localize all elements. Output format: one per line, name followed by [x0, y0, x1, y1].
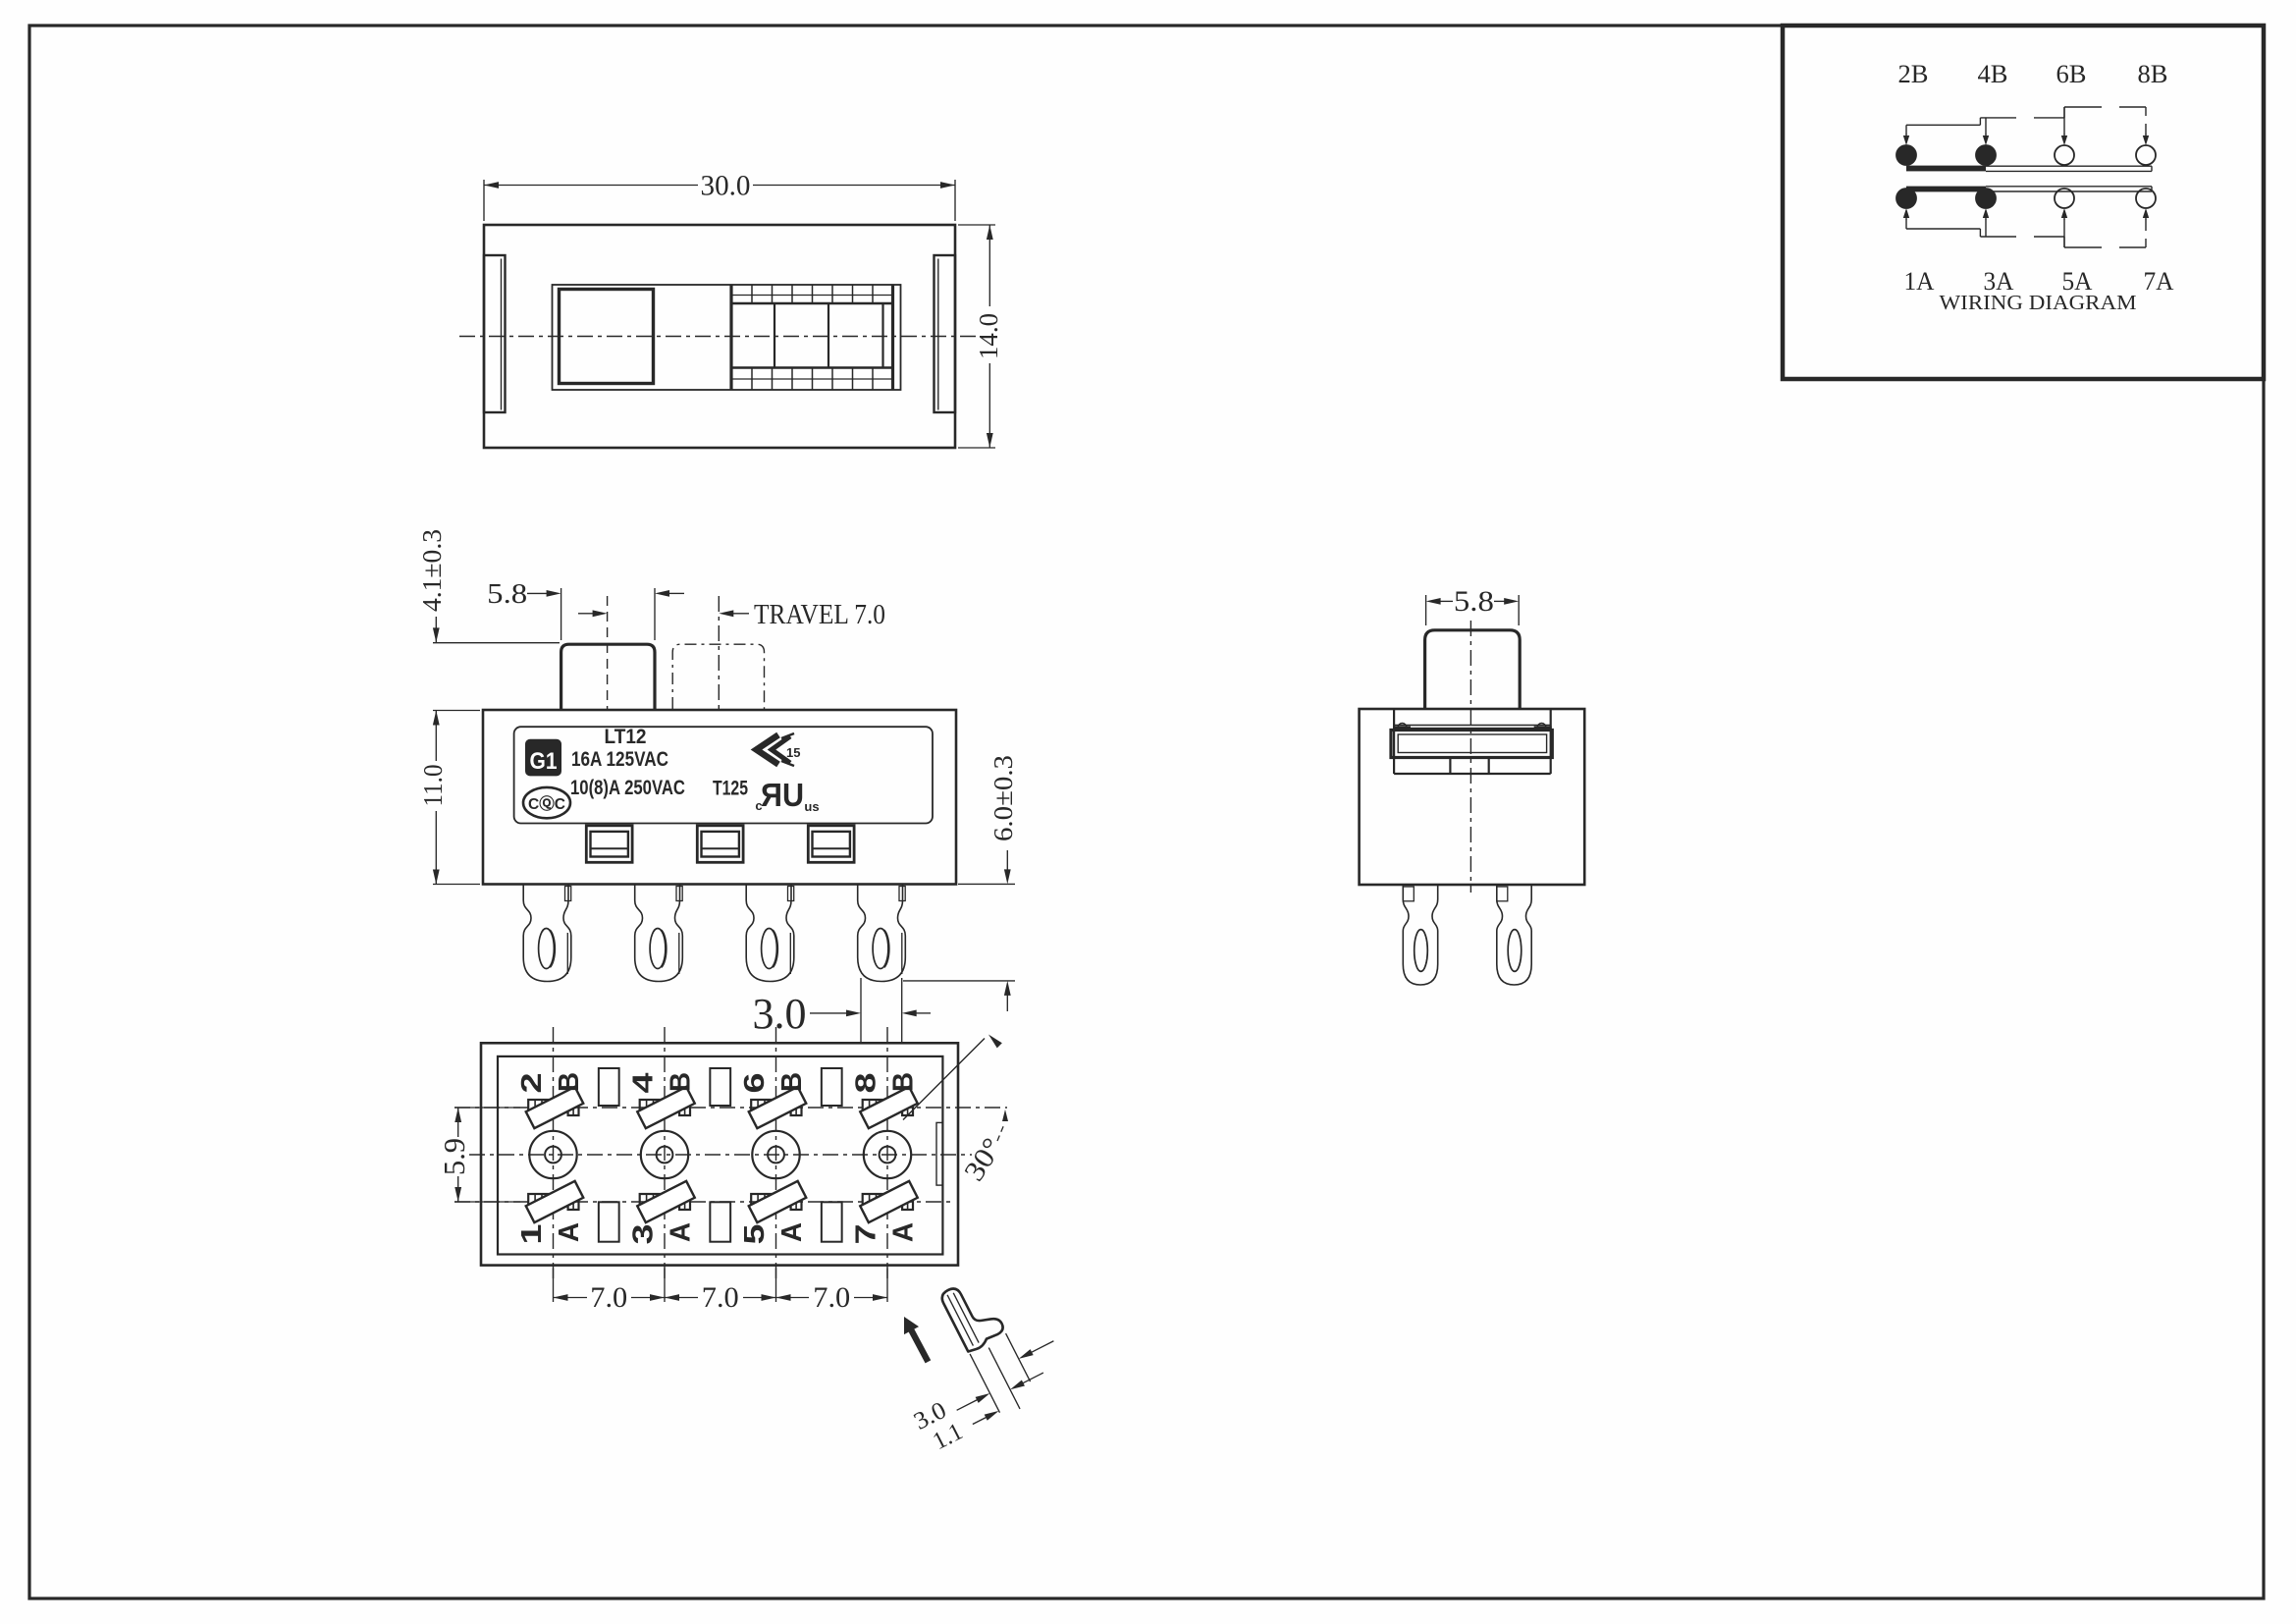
svg-text:8: 8 — [851, 1073, 882, 1094]
svg-text:TRAVEL 7.0: TRAVEL 7.0 — [754, 600, 885, 630]
svg-text:CⓆC: CⓆC — [528, 794, 565, 813]
svg-text:5.9: 5.9 — [437, 1138, 471, 1175]
svg-text:5: 5 — [739, 1224, 771, 1245]
svg-text:7.0: 7.0 — [813, 1281, 850, 1314]
svg-text:B: B — [776, 1072, 808, 1092]
svg-text:6: 6 — [739, 1073, 771, 1094]
svg-text:2B: 2B — [1898, 60, 1929, 88]
svg-text:B: B — [665, 1072, 696, 1092]
svg-text:7: 7 — [851, 1224, 882, 1245]
svg-text:16A 125VAC: 16A 125VAC — [571, 748, 668, 771]
svg-text:1: 1 — [516, 1224, 548, 1245]
svg-text:4.1±0.3: 4.1±0.3 — [417, 529, 447, 612]
svg-text:A: A — [554, 1222, 585, 1242]
svg-text:us: us — [804, 799, 819, 814]
svg-text:3: 3 — [628, 1224, 660, 1245]
svg-text:2: 2 — [516, 1073, 548, 1094]
svg-text:10(8)A 250VAC: 10(8)A 250VAC — [570, 776, 685, 799]
svg-text:7A: 7A — [2144, 267, 2174, 296]
svg-text:6.0±0.3: 6.0±0.3 — [988, 755, 1018, 841]
svg-text:30.0: 30.0 — [701, 170, 751, 202]
svg-text:LT12: LT12 — [605, 726, 647, 748]
svg-text:B: B — [887, 1072, 919, 1092]
svg-text:5.8: 5.8 — [1454, 585, 1494, 618]
svg-text:7.0: 7.0 — [590, 1281, 627, 1314]
svg-text:7.0: 7.0 — [702, 1281, 739, 1314]
svg-text:WIRING DIAGRAM: WIRING DIAGRAM — [1940, 291, 2137, 314]
svg-text:11.0: 11.0 — [418, 765, 448, 807]
svg-text:c: c — [755, 798, 762, 813]
svg-text:B: B — [554, 1072, 585, 1092]
svg-text:3A: 3A — [1984, 267, 2014, 296]
svg-text:14.0: 14.0 — [974, 313, 1003, 359]
svg-text:5.8: 5.8 — [487, 579, 527, 610]
svg-text:4B: 4B — [1978, 60, 2008, 88]
svg-text:1A: 1A — [1904, 267, 1935, 296]
svg-text:A: A — [665, 1222, 696, 1242]
svg-text:4: 4 — [628, 1073, 660, 1094]
svg-text:15: 15 — [786, 745, 800, 760]
svg-text:3.0: 3.0 — [753, 990, 807, 1038]
svg-text:A: A — [887, 1222, 919, 1242]
svg-text:T125: T125 — [713, 778, 748, 800]
svg-text:6B: 6B — [2056, 60, 2087, 88]
svg-text:ЯU: ЯU — [761, 777, 804, 813]
svg-text:5A: 5A — [2062, 267, 2093, 296]
svg-text:G1: G1 — [530, 748, 558, 775]
svg-text:A: A — [776, 1222, 808, 1242]
svg-text:8B: 8B — [2138, 60, 2168, 88]
